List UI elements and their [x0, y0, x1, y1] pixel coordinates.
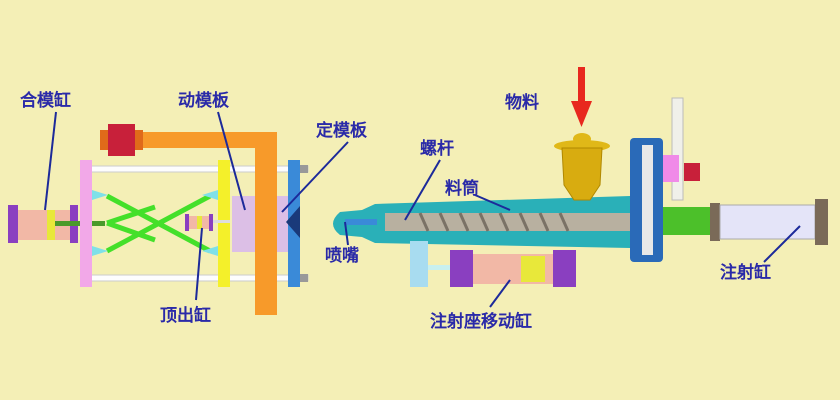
barrel-assembly: [333, 196, 640, 248]
label-nozzle: 喷嘴: [325, 246, 359, 266]
label-barrel: 料筒: [445, 178, 479, 199]
toggle-linkage: [105, 193, 212, 254]
screw-flights: [418, 212, 570, 232]
label-injection-cylinder: 注射缸: [720, 262, 771, 283]
clamp-cylinder: [8, 205, 105, 243]
label-material: 物料: [505, 92, 539, 113]
toggle-pins: [92, 190, 218, 256]
label-moving-platen: 动模板: [178, 90, 230, 111]
label-ejector-cylinder: 顶出缸: [160, 305, 211, 326]
leader-lines: [44, 111, 801, 308]
drive-gears: [630, 97, 700, 262]
fixed-platen-shape: [286, 160, 308, 287]
label-fixed-platen: 定模板: [316, 120, 368, 141]
label-screw: 螺杆: [420, 139, 454, 159]
injection-cylinder-shape: [710, 199, 828, 245]
moving-platen: [218, 160, 230, 287]
drive-shaft: [663, 207, 710, 235]
material-arrow-icon: [571, 67, 592, 127]
rear-platen: [80, 160, 92, 287]
hopper: [554, 133, 610, 201]
label-clamp-cylinder: 合模缸: [20, 90, 71, 111]
carriage-cylinder: [410, 241, 576, 287]
moving-frame: [100, 124, 277, 315]
ejector-cylinder: [185, 214, 230, 231]
label-carriage-cylinder: 注射座移动缸: [430, 311, 532, 332]
